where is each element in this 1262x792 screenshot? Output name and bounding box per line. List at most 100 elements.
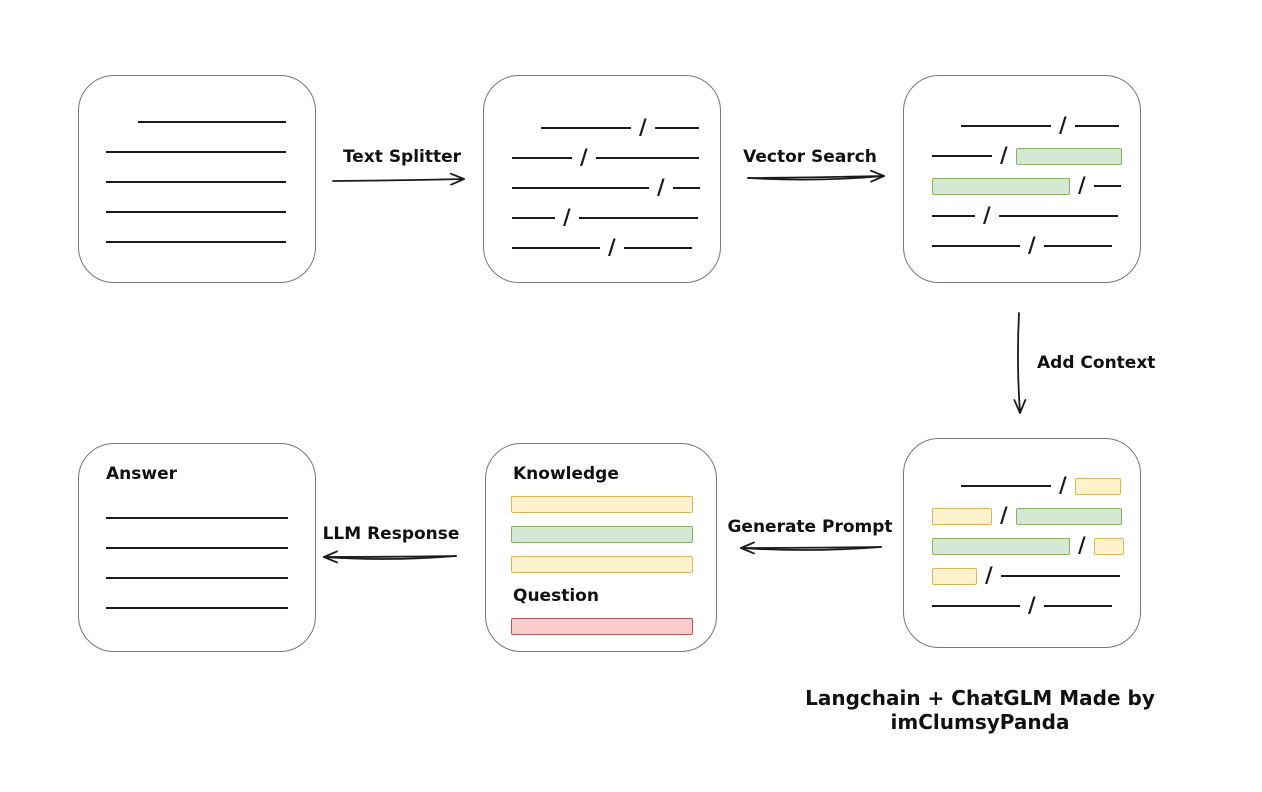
vector-search-arrow [747, 169, 885, 183]
text-line [106, 607, 288, 609]
prompt-box-heading: Knowledge [513, 464, 619, 484]
text-line [106, 577, 288, 579]
yellow-highlight-bar [511, 495, 693, 513]
green-highlight-bar [511, 525, 693, 543]
matched-chunks-box-row: / [904, 171, 1140, 201]
text-line [1093, 185, 1121, 187]
text-line [578, 217, 698, 219]
add-context-arrowhead-icon [1013, 399, 1027, 414]
llm-response-arrow [323, 550, 457, 564]
yellow-highlight-bar [1074, 477, 1121, 495]
red-highlight-bar [511, 617, 693, 635]
text-line [106, 151, 286, 153]
chunk-separator: / [1078, 172, 1086, 197]
text-line [512, 187, 649, 189]
context-chunks-box-row: / [904, 531, 1140, 561]
add-context-arrow [1013, 312, 1027, 414]
text-splitter-arrow [332, 172, 465, 186]
split-chunks-box-row: / [484, 233, 720, 263]
text-line [961, 125, 1051, 127]
text-line [138, 121, 286, 123]
matched-chunks-box-row: / [904, 141, 1140, 171]
text-line [1000, 575, 1120, 577]
prompt-box-row [486, 489, 716, 519]
chunk-separator: / [608, 234, 616, 259]
text-line [932, 215, 975, 217]
chunk-separator: / [657, 174, 665, 199]
chunk-separator: / [1059, 112, 1067, 137]
chunk-separator: / [983, 202, 991, 227]
text-line [961, 485, 1051, 487]
text-line [106, 241, 286, 243]
text-line [672, 187, 700, 189]
yellow-highlight-bar [932, 567, 977, 585]
chunk-separator: / [580, 144, 588, 169]
answer-box: Answer [78, 443, 316, 652]
yellow-highlight-bar [511, 555, 693, 573]
split-chunks-box: ///// [483, 75, 721, 283]
text-line [654, 127, 699, 129]
text-line [541, 127, 631, 129]
prompt-box-row [486, 611, 716, 641]
text-line [932, 155, 992, 157]
context-chunks-box-row: / [904, 471, 1140, 501]
split-chunks-box-row: / [484, 113, 720, 143]
chunk-separator: / [1000, 142, 1008, 167]
text-line [1043, 245, 1112, 247]
green-highlight-bar [1015, 507, 1122, 525]
context-chunks-box-row: / [904, 561, 1140, 591]
text-line [106, 181, 286, 183]
source-document-box-row [79, 197, 315, 227]
chunk-separator: / [1059, 472, 1067, 497]
context-chunks-box-row: / [904, 591, 1140, 621]
chunk-separator: / [639, 114, 647, 139]
context-chunks-box: ///// [903, 438, 1141, 648]
green-highlight-bar [932, 177, 1070, 195]
prompt-box-row [486, 549, 716, 579]
text-line [106, 547, 288, 549]
source-document-box-row [79, 107, 315, 137]
answer-box-row [79, 593, 315, 623]
prompt-box-row: Question [486, 581, 716, 611]
vector-search-label: Vector Search [743, 147, 877, 167]
answer-box-heading: Answer [106, 464, 177, 484]
split-chunks-box-row: / [484, 203, 720, 233]
chunk-separator: / [1078, 532, 1086, 557]
chunk-separator: / [1028, 232, 1036, 257]
matched-chunks-box-row: / [904, 231, 1140, 261]
answer-box-row [79, 503, 315, 533]
vector-search-arrowhead-icon [870, 169, 885, 183]
yellow-highlight-bar [932, 507, 992, 525]
chunk-separator: / [1028, 592, 1036, 617]
llm-response-label: LLM Response [322, 524, 460, 544]
source-document-box-row [79, 227, 315, 257]
text-line [512, 157, 572, 159]
add-context-label: Add Context [1037, 353, 1156, 373]
text-line [932, 245, 1020, 247]
generate-prompt-label: Generate Prompt [727, 517, 893, 537]
prompt-box-row [486, 519, 716, 549]
split-chunks-box-row: / [484, 143, 720, 173]
text-splitter-arrowhead-icon [450, 172, 465, 186]
source-document-box [78, 75, 316, 283]
green-highlight-bar [1015, 147, 1122, 165]
source-document-box-row [79, 137, 315, 167]
llm-response-arrowhead-icon [323, 550, 338, 564]
text-line [623, 247, 692, 249]
text-line [1074, 125, 1119, 127]
text-line [512, 217, 555, 219]
split-chunks-box-row: / [484, 173, 720, 203]
prompt-box-heading: Question [513, 586, 599, 606]
generate-prompt-arrowhead-icon [740, 541, 755, 555]
green-highlight-bar [932, 537, 1070, 555]
generate-prompt-arrow [740, 541, 882, 555]
answer-box-row [79, 533, 315, 563]
text-line [932, 605, 1020, 607]
yellow-highlight-bar [1093, 537, 1124, 555]
matched-chunks-box-row: / [904, 201, 1140, 231]
text-splitter-label: Text Splitter [342, 147, 462, 167]
text-line [595, 157, 699, 159]
prompt-box-row: Knowledge [486, 459, 716, 489]
